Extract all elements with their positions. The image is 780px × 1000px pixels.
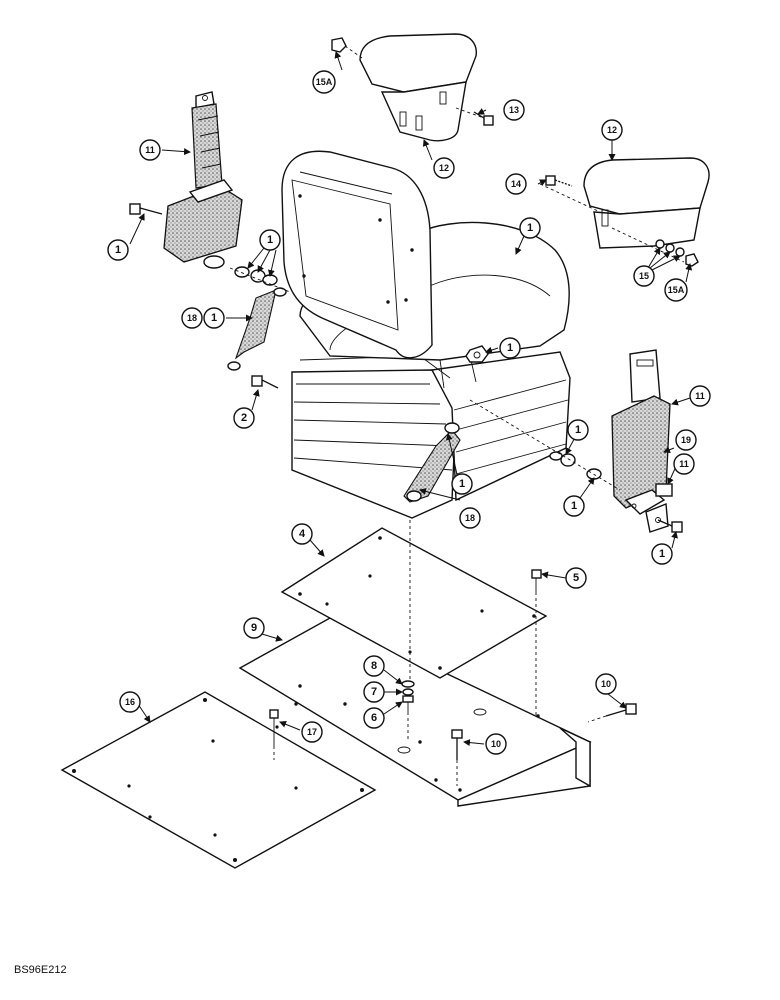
nut-15a-top — [331, 37, 347, 53]
callout-8: 8 — [363, 655, 385, 677]
callout-16: 16 — [119, 691, 141, 713]
svg-text:1: 1 — [507, 342, 513, 354]
callout-1-a: 1 — [107, 239, 129, 261]
washer-1-a — [234, 266, 250, 278]
svg-text:13: 13 — [509, 105, 519, 115]
bolt-10-horizontal — [605, 703, 637, 717]
svg-text:1: 1 — [659, 548, 665, 560]
callout-1-i: 1 — [651, 543, 673, 565]
callout-7: 7 — [363, 681, 385, 703]
svg-text:12: 12 — [607, 125, 617, 135]
seat-backrest — [281, 150, 433, 359]
armrest-left-12 — [344, 33, 485, 142]
callout-15: 15 — [633, 265, 655, 287]
svg-text:1: 1 — [575, 424, 581, 436]
bolt-14 — [545, 175, 573, 187]
svg-text:15: 15 — [639, 271, 649, 281]
callout-15a-b: 15A — [664, 278, 688, 302]
callout-9: 9 — [243, 617, 265, 639]
plate-16 — [60, 691, 377, 869]
armrest-right-12 — [539, 157, 710, 263]
callout-1-b: 1 — [259, 229, 281, 251]
svg-text:1: 1 — [527, 222, 533, 234]
callout-10-a: 10 — [595, 673, 617, 695]
svg-text:16: 16 — [125, 697, 135, 707]
callout-14: 14 — [505, 173, 527, 195]
svg-text:5: 5 — [573, 572, 579, 584]
svg-text:9: 9 — [251, 622, 257, 634]
callout-1-d: 1 — [519, 217, 541, 239]
washer-1-c — [549, 451, 563, 461]
callout-1-e: 1 — [499, 337, 521, 359]
svg-text:17: 17 — [307, 727, 317, 737]
callout-1-g: 1 — [563, 495, 585, 517]
svg-text:1: 1 — [267, 234, 273, 246]
svg-text:8: 8 — [371, 660, 377, 672]
callout-17: 17 — [301, 721, 323, 743]
svg-text:10: 10 — [491, 739, 501, 749]
svg-text:19: 19 — [681, 435, 691, 445]
callout-18-b: 18 — [459, 507, 481, 529]
callout-4: 4 — [291, 523, 313, 545]
fasteners — [129, 37, 699, 786]
callout-12-b: 12 — [601, 119, 623, 141]
bolt-13 — [473, 111, 494, 126]
seat-belt-buckle-right — [611, 349, 673, 533]
leader-lines — [129, 51, 693, 747]
seat-plate-4 — [280, 527, 548, 679]
bolt-10-vertical — [451, 729, 463, 760]
svg-text:15A: 15A — [668, 285, 685, 295]
callout-11-b: 11 — [689, 385, 711, 407]
callout-1-h: 1 — [451, 473, 473, 495]
svg-text:11: 11 — [145, 145, 155, 155]
mounting-plate-9 — [238, 617, 592, 807]
svg-text:1: 1 — [459, 478, 465, 490]
svg-text:1: 1 — [571, 500, 577, 512]
svg-text:1: 1 — [211, 312, 217, 324]
svg-text:2: 2 — [241, 412, 247, 424]
bolt-17 — [269, 709, 279, 746]
callout-18-a: 18 — [181, 307, 203, 329]
figure-code: BS96E212 — [14, 964, 67, 976]
svg-text:10: 10 — [601, 679, 611, 689]
svg-text:1: 1 — [115, 244, 121, 256]
svg-text:7: 7 — [371, 686, 377, 698]
svg-text:12: 12 — [439, 163, 449, 173]
callout-1-f: 1 — [567, 419, 589, 441]
nut-1-seat — [465, 345, 489, 363]
svg-text:4: 4 — [299, 528, 306, 540]
washer-1-b — [262, 274, 278, 286]
svg-text:11: 11 — [679, 459, 689, 469]
callout-11-c: 11 — [673, 453, 695, 475]
callout-13: 13 — [503, 99, 525, 121]
callout-19: 19 — [675, 429, 697, 451]
callout-15a-a: 15A — [312, 70, 336, 94]
callout-6: 6 — [363, 707, 385, 729]
seat-belt-retractor-left — [163, 91, 243, 269]
belt-strap-right-18 — [403, 422, 461, 503]
svg-text:18: 18 — [465, 513, 475, 523]
bolt-5 — [531, 569, 542, 592]
belt-strap-left-18 — [227, 287, 287, 371]
svg-text:6: 6 — [371, 712, 377, 724]
callout-10-b: 10 — [485, 733, 507, 755]
callout-12-a: 12 — [433, 157, 455, 179]
callout-11-a: 11 — [139, 139, 161, 161]
svg-text:18: 18 — [187, 313, 197, 323]
nut-15a-right — [685, 253, 699, 267]
callout-2: 2 — [233, 407, 255, 429]
svg-text:14: 14 — [511, 179, 521, 189]
callout-5: 5 — [565, 567, 587, 589]
bolt-1-left — [129, 203, 163, 215]
callout-1-c: 1 — [203, 307, 225, 329]
svg-text:11: 11 — [695, 391, 705, 401]
bolt-2 — [251, 375, 279, 389]
svg-text:15A: 15A — [316, 77, 333, 87]
